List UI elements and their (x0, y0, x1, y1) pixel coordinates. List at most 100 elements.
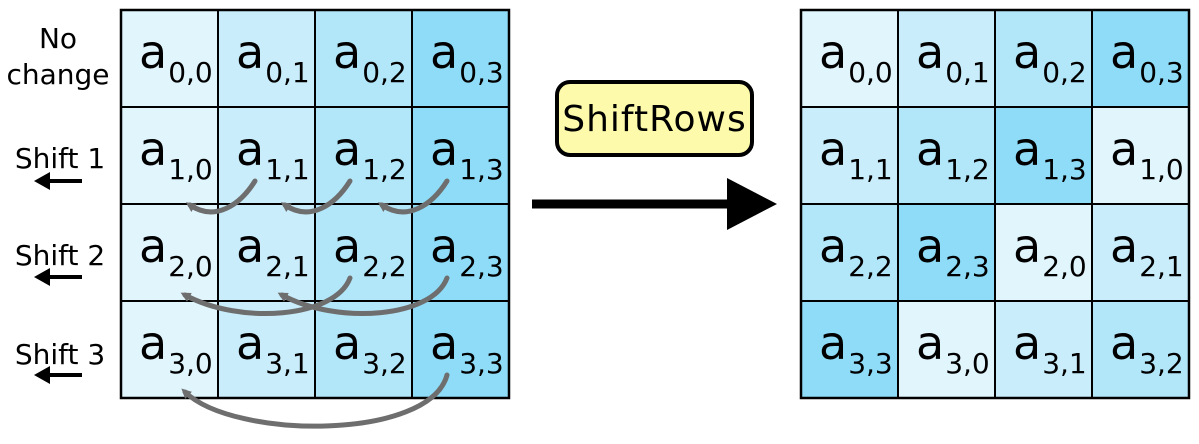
matrix-cell: a0,1 (897, 9, 996, 108)
cell-subscript: 2,1 (265, 250, 310, 283)
row-label-0-line-2: change (6, 58, 109, 91)
matrix-cell: a2,3 (897, 203, 996, 302)
cell-label: a1,1 (819, 122, 893, 186)
matrix-cell: a1,2 (314, 106, 413, 205)
row-label-3: Shift 3 (15, 338, 105, 371)
cell-base: a (1110, 122, 1138, 176)
matrix-cell: a3,1 (994, 300, 1093, 399)
cell-base: a (1013, 316, 1041, 370)
matrix-cell: a2,2 (800, 203, 899, 302)
cell-subscript: 2,2 (362, 250, 407, 283)
matrix-cell: a3,3 (411, 300, 510, 399)
cell-base: a (236, 25, 264, 79)
cell-subscript: 1,0 (1139, 153, 1184, 186)
shiftrows-label: ShiftRows (562, 99, 746, 140)
cell-background (800, 203, 899, 302)
cell-subscript: 0,1 (945, 56, 990, 89)
cell-subscript: 3,1 (265, 347, 310, 380)
curved-arrow-icon (181, 372, 450, 429)
cell-label: a0,2 (1013, 25, 1087, 89)
cell-label: a3,0 (916, 316, 990, 380)
cell-base: a (333, 219, 361, 273)
cell-label: a3,2 (333, 316, 407, 380)
matrix-cell: a3,0 (120, 300, 219, 399)
cell-subscript: 0,2 (362, 56, 407, 89)
cell-subscript: 0,3 (1139, 56, 1184, 89)
matrix-cell: a2,1 (217, 203, 316, 302)
cell-background (314, 300, 413, 399)
row-label-0-line-1: No (39, 22, 77, 55)
cell-subscript: 2,1 (1139, 250, 1184, 283)
cell-label: a1,0 (139, 122, 213, 186)
matrix-cell: a3,1 (217, 300, 316, 399)
cell-background (994, 106, 1093, 205)
cell-subscript: 2,0 (1042, 250, 1087, 283)
cell-label: a1,2 (916, 122, 990, 186)
cell-subscript: 1,0 (168, 153, 213, 186)
shift-arrows (180, 178, 450, 429)
matrix-cell: a2,1 (1091, 203, 1190, 302)
cell-label: a1,3 (1013, 122, 1087, 186)
cell-label: a3,1 (236, 316, 310, 380)
cell-label: a3,3 (430, 316, 504, 380)
cell-label: a1,1 (236, 122, 310, 186)
matrix-cell: a0,1 (217, 9, 316, 108)
cell-base: a (916, 122, 944, 176)
cell-base: a (236, 122, 264, 176)
cell-subscript: 3,2 (1139, 347, 1184, 380)
cell-label: a2,1 (236, 219, 310, 283)
cell-base: a (819, 122, 847, 176)
cell-base: a (333, 25, 361, 79)
cell-label: a2,2 (819, 219, 893, 283)
cell-label: a1,0 (1110, 122, 1184, 186)
matrix-border (799, 8, 1191, 400)
cell-subscript: 1,2 (362, 153, 407, 186)
matrix-cell: a3,2 (314, 300, 413, 399)
cell-label: a2,3 (430, 219, 504, 283)
cell-base: a (1110, 25, 1138, 79)
cell-subscript: 2,2 (848, 250, 893, 283)
cell-subscript: 3,3 (848, 347, 893, 380)
matrix-cell: a3,2 (1091, 300, 1190, 399)
matrix-cell: a3,3 (800, 300, 899, 399)
cell-background (314, 106, 413, 205)
left-arrow-icon (34, 366, 82, 384)
curved-arrow-icon (280, 178, 353, 215)
matrix-cell: a0,2 (994, 9, 1093, 108)
cell-subscript: 3,0 (168, 347, 213, 380)
cell-base: a (1013, 122, 1041, 176)
cell-subscript: 3,0 (945, 347, 990, 380)
cell-subscript: 1,3 (459, 153, 504, 186)
matrix-cell: a1,1 (800, 106, 899, 205)
cell-label: a1,3 (430, 122, 504, 186)
cell-base: a (1013, 219, 1041, 273)
cell-base: a (430, 316, 458, 370)
row-label-2: Shift 2 (15, 239, 105, 272)
cell-base: a (430, 219, 458, 273)
cell-background (1091, 106, 1190, 205)
cell-base: a (916, 25, 944, 79)
cell-background (217, 300, 316, 399)
cell-background (217, 106, 316, 205)
cell-base: a (916, 219, 944, 273)
row-labels: No change Shift 1 Shift 2 Shift 3 (6, 22, 110, 384)
cell-subscript: 0,0 (848, 56, 893, 89)
curved-arrow-icon (180, 275, 353, 316)
cell-background (800, 9, 899, 108)
curved-arrow-icon (377, 178, 450, 215)
cell-label: a0,3 (430, 25, 504, 89)
cell-label: a3,0 (139, 316, 213, 380)
cell-subscript: 3,3 (459, 347, 504, 380)
cell-background (994, 203, 1093, 302)
cell-background (800, 300, 899, 399)
matrix-cell: a2,0 (120, 203, 219, 302)
matrix-cell: a0,0 (120, 9, 219, 108)
matrix-border (119, 8, 511, 400)
cell-label: a2,1 (1110, 219, 1184, 283)
cell-label: a3,2 (1110, 316, 1184, 380)
matrix-cell: a0,2 (314, 9, 413, 108)
cell-background (120, 300, 219, 399)
curved-arrow-icon (277, 275, 450, 316)
